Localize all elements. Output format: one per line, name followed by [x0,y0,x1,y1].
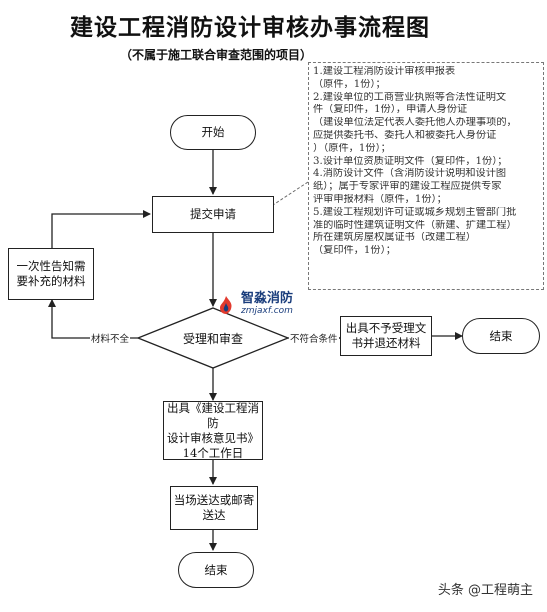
note-line: 应提供委托书、委托人和被委托人身份证 [313,129,497,141]
deliver-line-2: 送达 [202,508,226,522]
opinion-line-2: 设计审核意见书》 [167,430,259,445]
logo-url: zmjaxf.com [241,306,293,316]
brand-logo: 智淼消防 zmjaxf.com [215,292,293,318]
submit-application-node: 提交申请 [152,196,274,233]
watermark: 头条 @工程萌主 [437,583,533,598]
note-line: 所在建筑房屋权属证书（改建工程） [313,232,476,244]
note-line: 评审申报材料（原件，1份）； [313,193,447,205]
note-line: （复印件，1份）； [313,245,396,257]
opinion-line-3: 14个工作日 [182,445,244,460]
reject-node: 出具不予受理文 书并退还材料 [340,316,432,356]
edge-label-incomplete: 材料不全 [90,331,131,345]
submit-label: 提交申请 [190,207,236,221]
review-label: 受理和审查 [183,332,244,346]
deliver-line-1: 当场送达或邮寄 [173,493,255,507]
note-line: （建设单位法定代表人委托他人办理事项的， [313,117,517,129]
end-node-right: 结束 [462,318,540,354]
supplement-materials-node: 一次性告知需 要补充的材料 [8,248,94,300]
note-line: 4.消防设计文件（含消防设计说明和设计图 [313,168,507,180]
diagram-title: 建设工程消防设计审核办事流程图 [70,15,430,41]
note-line: 1.建设工程消防设计审核申报表 [313,66,456,77]
issue-opinion-node: 出具《建设工程消防 设计审核意见书》 14个工作日 [163,401,263,460]
reject-line-2: 书并退还材料 [351,336,421,350]
start-node: 开始 [170,115,256,150]
note-line: 2.建设单位的工商营业执照等合法性证明文 [313,91,507,103]
edge-notes-submit [272,181,309,206]
note-line: 3.设计单位资质证明文件（复印件，1份）； [313,155,508,167]
note-line: 准的临时性建筑证明文件（新建、扩建工程） [313,219,517,231]
reject-line-1: 出具不予受理文 [345,321,427,335]
edge-supplement-submit [51,210,151,248]
flame-logo-icon [220,296,232,314]
edge-label-noncompliant: 不符合条件 [289,331,339,345]
end-bottom-label: 结束 [204,562,228,577]
note-line: 纸）；属于专家评审的建设工程应提供专家 [313,181,502,193]
required-materials-note: 1.建设工程消防设计审核申报表（原件，1份）；2.建设单位的工商营业执照等合法性… [308,62,544,290]
supplement-line-1: 一次性告知需 [16,259,86,273]
start-label: 开始 [201,125,225,139]
diagram-subtitle: （不属于施工联合审查范围的项目） [120,48,313,62]
note-line: 5.建设工程规划许可证或城乡规划主管部门批 [313,206,517,218]
end-node-bottom: 结束 [178,552,254,588]
deliver-node: 当场送达或邮寄 送达 [170,486,258,530]
supplement-line-2: 要补充的材料 [16,274,86,288]
note-line: （原件，1份）； [313,78,386,90]
logo-name: 智淼消防 [241,291,294,306]
note-line: 件（复印件，1份），申请人身份证 [313,104,468,116]
opinion-line-1: 出具《建设工程消防 [167,400,259,430]
end-right-label: 结束 [489,328,513,343]
note-line: ）（原件，1份）； [313,142,391,154]
